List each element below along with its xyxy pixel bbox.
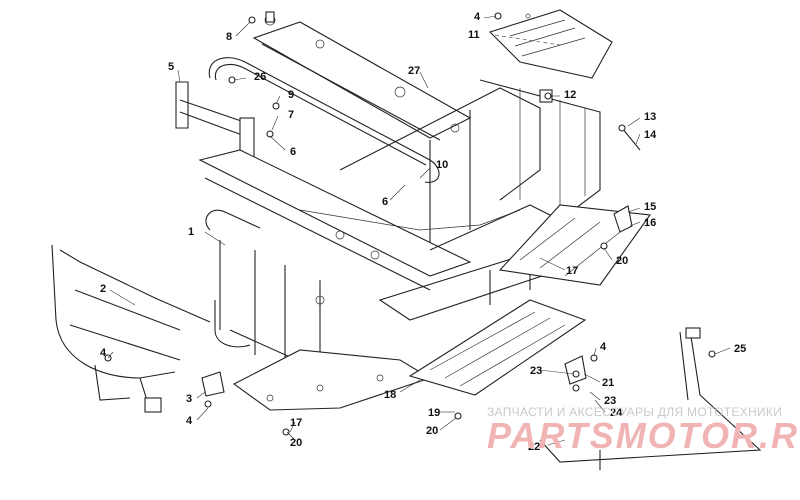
callout-25: 25 xyxy=(734,343,746,355)
callout-16: 16 xyxy=(644,217,656,229)
leader-lines xyxy=(107,15,731,446)
callout-13: 13 xyxy=(644,111,656,123)
callout-14: 14 xyxy=(644,129,657,141)
callout-6-upper: 6 xyxy=(290,146,296,158)
callout-9: 9 xyxy=(288,89,294,101)
callout-7: 7 xyxy=(288,109,294,121)
callout-4-right: 4 xyxy=(600,341,607,353)
callout-27: 27 xyxy=(408,65,420,77)
callout-4-bumper: 4 xyxy=(100,347,107,359)
callout-20-right: 20 xyxy=(616,255,628,267)
callout-10: 10 xyxy=(436,159,448,171)
callout-20-left: 20 xyxy=(290,437,302,449)
callout-labels: 1 2 3 4 4 4 4 5 6 6 7 8 9 10 11 12 13 14… xyxy=(100,11,746,453)
watermark-caption: ЗАПЧАСТИ И АКСЕССУАРЫ ДЛЯ МОТОТЕХНИКИ xyxy=(487,405,783,419)
callout-8: 8 xyxy=(226,31,232,43)
callout-24: 24 xyxy=(610,407,623,419)
callout-15: 15 xyxy=(644,201,656,213)
callout-5: 5 xyxy=(168,61,174,73)
mount-bracket-15 xyxy=(613,205,633,233)
callout-23-lower: 23 xyxy=(604,395,616,407)
callout-3: 3 xyxy=(186,393,192,405)
callout-6-lower: 6 xyxy=(382,196,388,208)
callout-11: 11 xyxy=(468,29,480,41)
upper-frame xyxy=(208,11,601,250)
callout-17-left: 17 xyxy=(290,417,302,429)
callout-19: 19 xyxy=(428,407,440,419)
callout-23-upper: 23 xyxy=(530,365,542,377)
cargo-plate xyxy=(488,9,613,79)
callout-26: 26 xyxy=(254,71,266,83)
callout-21: 21 xyxy=(602,377,614,389)
bolt-13 xyxy=(618,124,641,151)
mount-bracket-3 xyxy=(201,371,225,397)
callout-17-right: 17 xyxy=(566,265,578,277)
skid-plate-front xyxy=(232,349,432,411)
callout-18: 18 xyxy=(384,389,396,401)
skid-plate-rear xyxy=(498,204,651,286)
callout-20-center: 20 xyxy=(426,425,438,437)
rear-bracket xyxy=(539,327,762,470)
callout-4-lower: 4 xyxy=(186,415,193,427)
seat-bracket xyxy=(175,81,255,161)
callout-4-top: 4 xyxy=(474,11,481,23)
watermark-logo: PARTSMOTOR.RU xyxy=(487,415,800,456)
front-bumper xyxy=(51,244,211,413)
callout-12: 12 xyxy=(564,89,576,101)
callout-1: 1 xyxy=(188,226,194,238)
main-frame xyxy=(198,149,581,376)
callout-22: 22 xyxy=(528,441,540,453)
callout-2: 2 xyxy=(100,283,106,295)
mount-bracket-21 xyxy=(564,355,587,385)
skid-plate-center xyxy=(408,299,587,396)
